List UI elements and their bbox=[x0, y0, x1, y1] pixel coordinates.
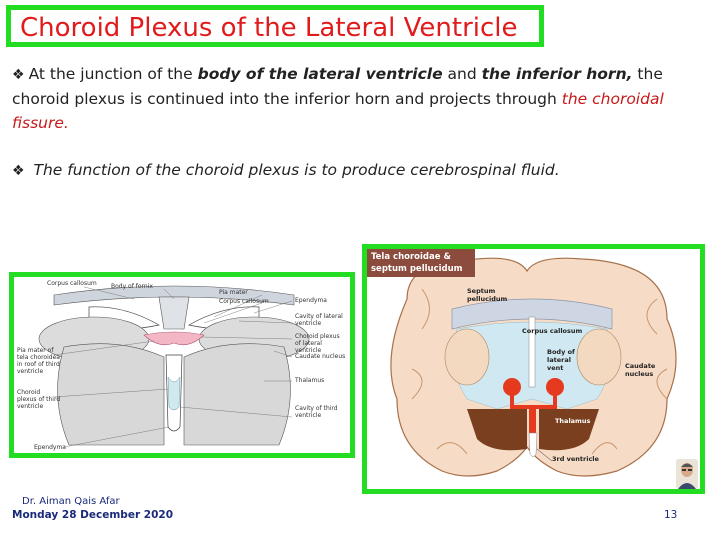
badge-line-2: septum pellucidum bbox=[371, 264, 463, 274]
paragraph-function: ❖ The function of the choroid plexus is … bbox=[12, 158, 712, 183]
diamond-star-bullet-icon: ❖ bbox=[12, 67, 25, 83]
label-ependyma-bottom: Ependyma bbox=[34, 444, 66, 451]
function-text: The function of the choroid plexus is to… bbox=[33, 161, 560, 179]
slide-title: Choroid Plexus of the Lateral Ventricle bbox=[20, 13, 518, 43]
title-frame: Choroid Plexus of the Lateral Ventricle bbox=[6, 5, 544, 47]
paragraph-junction: ❖At the junction of the body of the late… bbox=[12, 62, 712, 135]
footer-author: Dr. Aiman Qais Afar bbox=[22, 496, 120, 507]
label-third-ventricle: 3rd ventricle bbox=[552, 455, 599, 463]
left-diagram-frame: Corpus callosum Body of fornix Pia mater… bbox=[9, 272, 355, 458]
label-choroid-third: Choroid plexus of third ventricle bbox=[17, 389, 61, 410]
p1-red-fissure: the choroidal fissure. bbox=[12, 90, 664, 132]
diamond-star-bullet-icon: ❖ bbox=[12, 163, 25, 179]
label-septum-pellucidum: Septum pellucidum bbox=[467, 287, 508, 303]
p1-text: At the junction of the bbox=[28, 65, 198, 83]
label-thalamus-right: Thalamus bbox=[555, 417, 591, 425]
label-body-lateral-vent: Body of lateral vent bbox=[547, 348, 575, 372]
ventricle-cross-section-diagram bbox=[38, 285, 310, 448]
label-body-of-fornix: Body of fornix bbox=[111, 283, 153, 290]
p1-bold-body: body of the lateral ventricle bbox=[197, 65, 443, 83]
footer-date: Monday 28 December 2020 bbox=[12, 509, 174, 521]
p1-bold-horn: the inferior horn, bbox=[481, 65, 633, 83]
presenter-portrait bbox=[676, 459, 698, 489]
right-diagram-frame: Tela choroidae & septum pellucidum Septu… bbox=[362, 244, 705, 494]
label-cavity-third: Cavity of third ventricle bbox=[295, 405, 338, 419]
label-corpus-callosum: Corpus callosum bbox=[47, 280, 97, 287]
p1-text-and: and bbox=[442, 65, 482, 83]
label-pia-mater: Pia mater bbox=[219, 289, 248, 296]
label-caudate-nucleus-right: Caudate nucleus bbox=[625, 362, 656, 378]
coronal-brain-section-diagram bbox=[390, 257, 677, 477]
label-ependyma-top: Ependyma bbox=[295, 297, 327, 304]
label-pia-tela: Pia mater of tela choroidea in roof of t… bbox=[17, 347, 60, 375]
label-cavity-lateral: Cavity of lateral ventricle bbox=[295, 313, 343, 327]
p1-text-rest: the choroid plexus is continued into the… bbox=[12, 65, 663, 108]
label-caudate-nucleus: Caudate nucleus bbox=[295, 353, 346, 360]
label-corpus-callosum-right: Corpus callosum bbox=[522, 327, 583, 335]
label-choroid-lateral: Choroid plexus of lateral ventricle bbox=[295, 333, 340, 354]
badge-line-1: Tela choroidae & bbox=[371, 252, 451, 262]
page-number: 13 bbox=[664, 509, 678, 521]
label-thalamus: Thalamus bbox=[295, 377, 325, 384]
figure-title-badge: Tela choroidae & septum pellucidum bbox=[367, 249, 475, 277]
label-corpus-callosum-2: Corpus callosum bbox=[219, 298, 269, 305]
